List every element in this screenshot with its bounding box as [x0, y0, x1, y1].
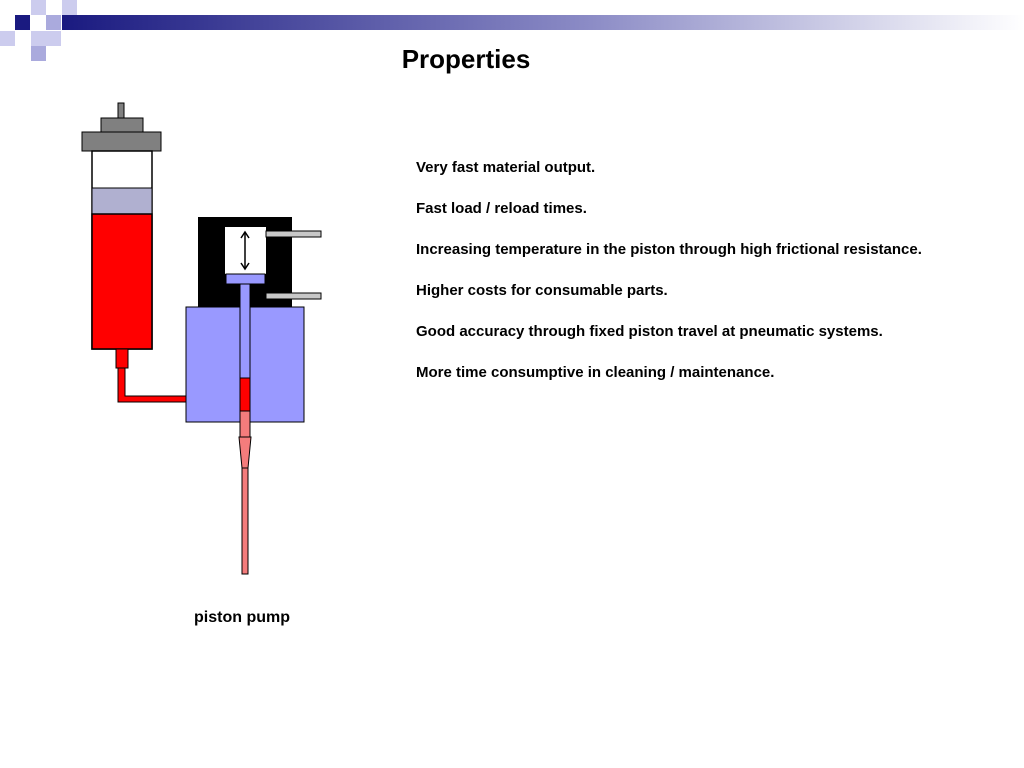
dosing-chamber: [239, 377, 251, 412]
cartridge-cap-top: [100, 117, 144, 133]
air-chamber: [91, 187, 153, 215]
property-list: Very fast material output. Fast load / r…: [416, 159, 922, 405]
nozzle-adapter: [239, 410, 251, 438]
header-decoration: [0, 0, 1024, 61]
property-item: Higher costs for consumable parts.: [416, 282, 668, 299]
material-reservoir: [91, 213, 153, 350]
diagram-caption: piston pump: [194, 609, 290, 626]
header-square: [0, 31, 15, 46]
stroke-arrow-head-up: [240, 230, 250, 239]
property-item: Fast load / reload times.: [416, 200, 587, 217]
air-port-lower: [265, 292, 322, 300]
air-port-upper: [265, 230, 322, 238]
piston-pump-diagram: [81, 102, 322, 575]
header-square: [31, 0, 46, 15]
property-item: More time consumptive in cleaning / main…: [416, 364, 775, 381]
property-item: Increasing temperature in the piston thr…: [416, 241, 922, 258]
piston-rod: [239, 283, 251, 379]
header-square: [31, 31, 46, 46]
cartridge-cap: [81, 131, 162, 152]
property-item: Good accuracy through fixed piston trave…: [416, 323, 883, 340]
page-title: Properties: [401, 44, 531, 74]
header-square: [15, 15, 30, 30]
nozzle-needle: [241, 467, 249, 575]
header-square: [46, 31, 61, 46]
header-gradient-rule: [62, 15, 1024, 30]
nozzle-cone: [238, 436, 252, 469]
header-square: [46, 15, 61, 30]
cartridge-outlet: [115, 348, 129, 369]
header-square: [31, 46, 46, 61]
header-square: [62, 0, 77, 15]
property-item: Very fast material output.: [416, 159, 596, 176]
cartridge-stem: [117, 102, 125, 119]
stroke-arrow-head-down: [240, 262, 250, 271]
piston-head: [225, 273, 266, 285]
